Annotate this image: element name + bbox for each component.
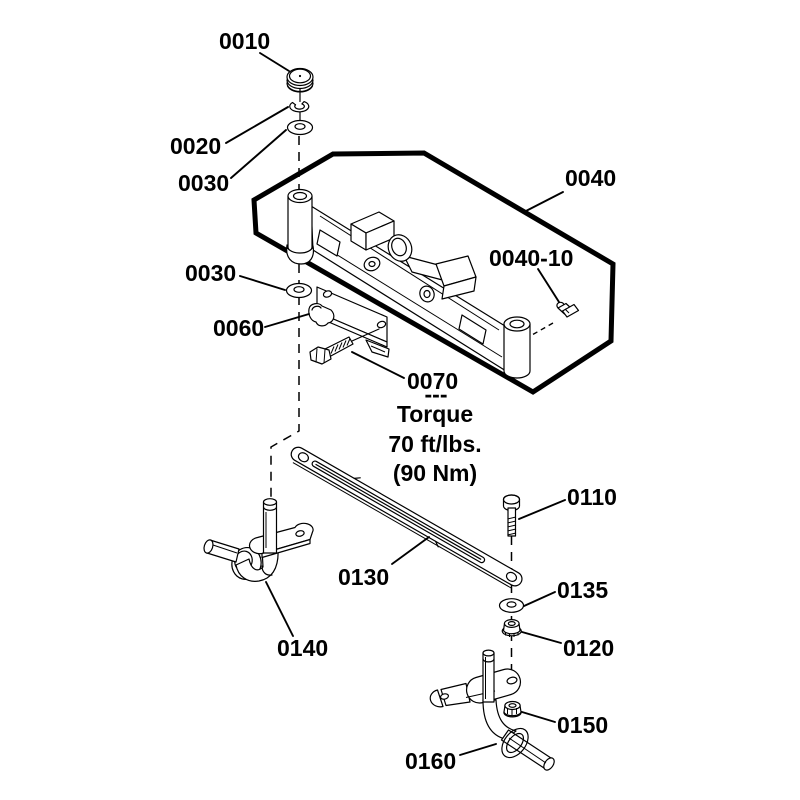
callout-0030-upper: 0030 (178, 170, 229, 196)
leader-0030-lower (239, 275, 286, 291)
callout-0020: 0020 (170, 133, 221, 159)
leader-0040 (523, 191, 564, 213)
part-0010-cap (286, 67, 314, 93)
leader-0030-upper (230, 129, 287, 179)
callout-0040-10: 0040-10 (489, 245, 573, 271)
leader-0010 (259, 52, 290, 72)
leader-0070 (351, 351, 405, 379)
torque-note-separator: --- (425, 381, 448, 407)
callout-0060: 0060 (213, 315, 264, 341)
callout-0030-lower: 0030 (185, 260, 236, 286)
leader-0060 (264, 313, 310, 328)
part-0040-axle-assembly (286, 188, 531, 379)
torque-note-imperial: 70 ft/lbs. (388, 431, 481, 457)
callout-0135: 0135 (557, 577, 608, 603)
callout-0120: 0120 (563, 635, 614, 661)
part-0030-washer-upper (286, 119, 314, 136)
leader-0110 (518, 499, 566, 520)
leader-0150 (521, 711, 556, 723)
part-0060-bracket-clip (308, 286, 390, 358)
leader-0130 (391, 536, 430, 565)
leader-0020 (225, 106, 289, 144)
part-0110-bolt (502, 494, 521, 537)
part-0120-locknut (501, 618, 522, 637)
part-0160-spindle-right (429, 649, 555, 771)
part-0135-washer (498, 598, 525, 613)
part-0070-bolt (309, 328, 380, 365)
part-0030-washer-lower (285, 282, 313, 299)
leader-0135 (523, 591, 556, 607)
torque-note: --- Torque 70 ft/lbs. (90 Nm) (388, 381, 481, 486)
part-0040-10-grease-fitting (531, 301, 580, 336)
callout-0010: 0010 (219, 28, 270, 54)
leader-0120 (521, 631, 562, 644)
callout-0040: 0040 (565, 165, 616, 191)
part-0020-snap-ring (289, 100, 310, 113)
leader-0140 (265, 581, 294, 637)
highlight-border (251, 150, 616, 395)
callout-0150: 0150 (557, 712, 608, 738)
callout-0130: 0130 (338, 564, 389, 590)
callout-0140: 0140 (277, 635, 328, 661)
callout-0110: 0110 (567, 484, 617, 510)
leader-0160 (459, 743, 497, 756)
part-0140-spindle-left (203, 498, 314, 582)
callout-0070: 0070 (407, 368, 458, 394)
part-0150-nut (503, 700, 522, 718)
torque-note-metric: (90 Nm) (393, 460, 477, 486)
callout-0160: 0160 (405, 748, 456, 774)
part-0130-tie-rod (290, 446, 523, 589)
torque-note-title: Torque (397, 401, 473, 427)
leader-0040-10 (537, 268, 560, 303)
